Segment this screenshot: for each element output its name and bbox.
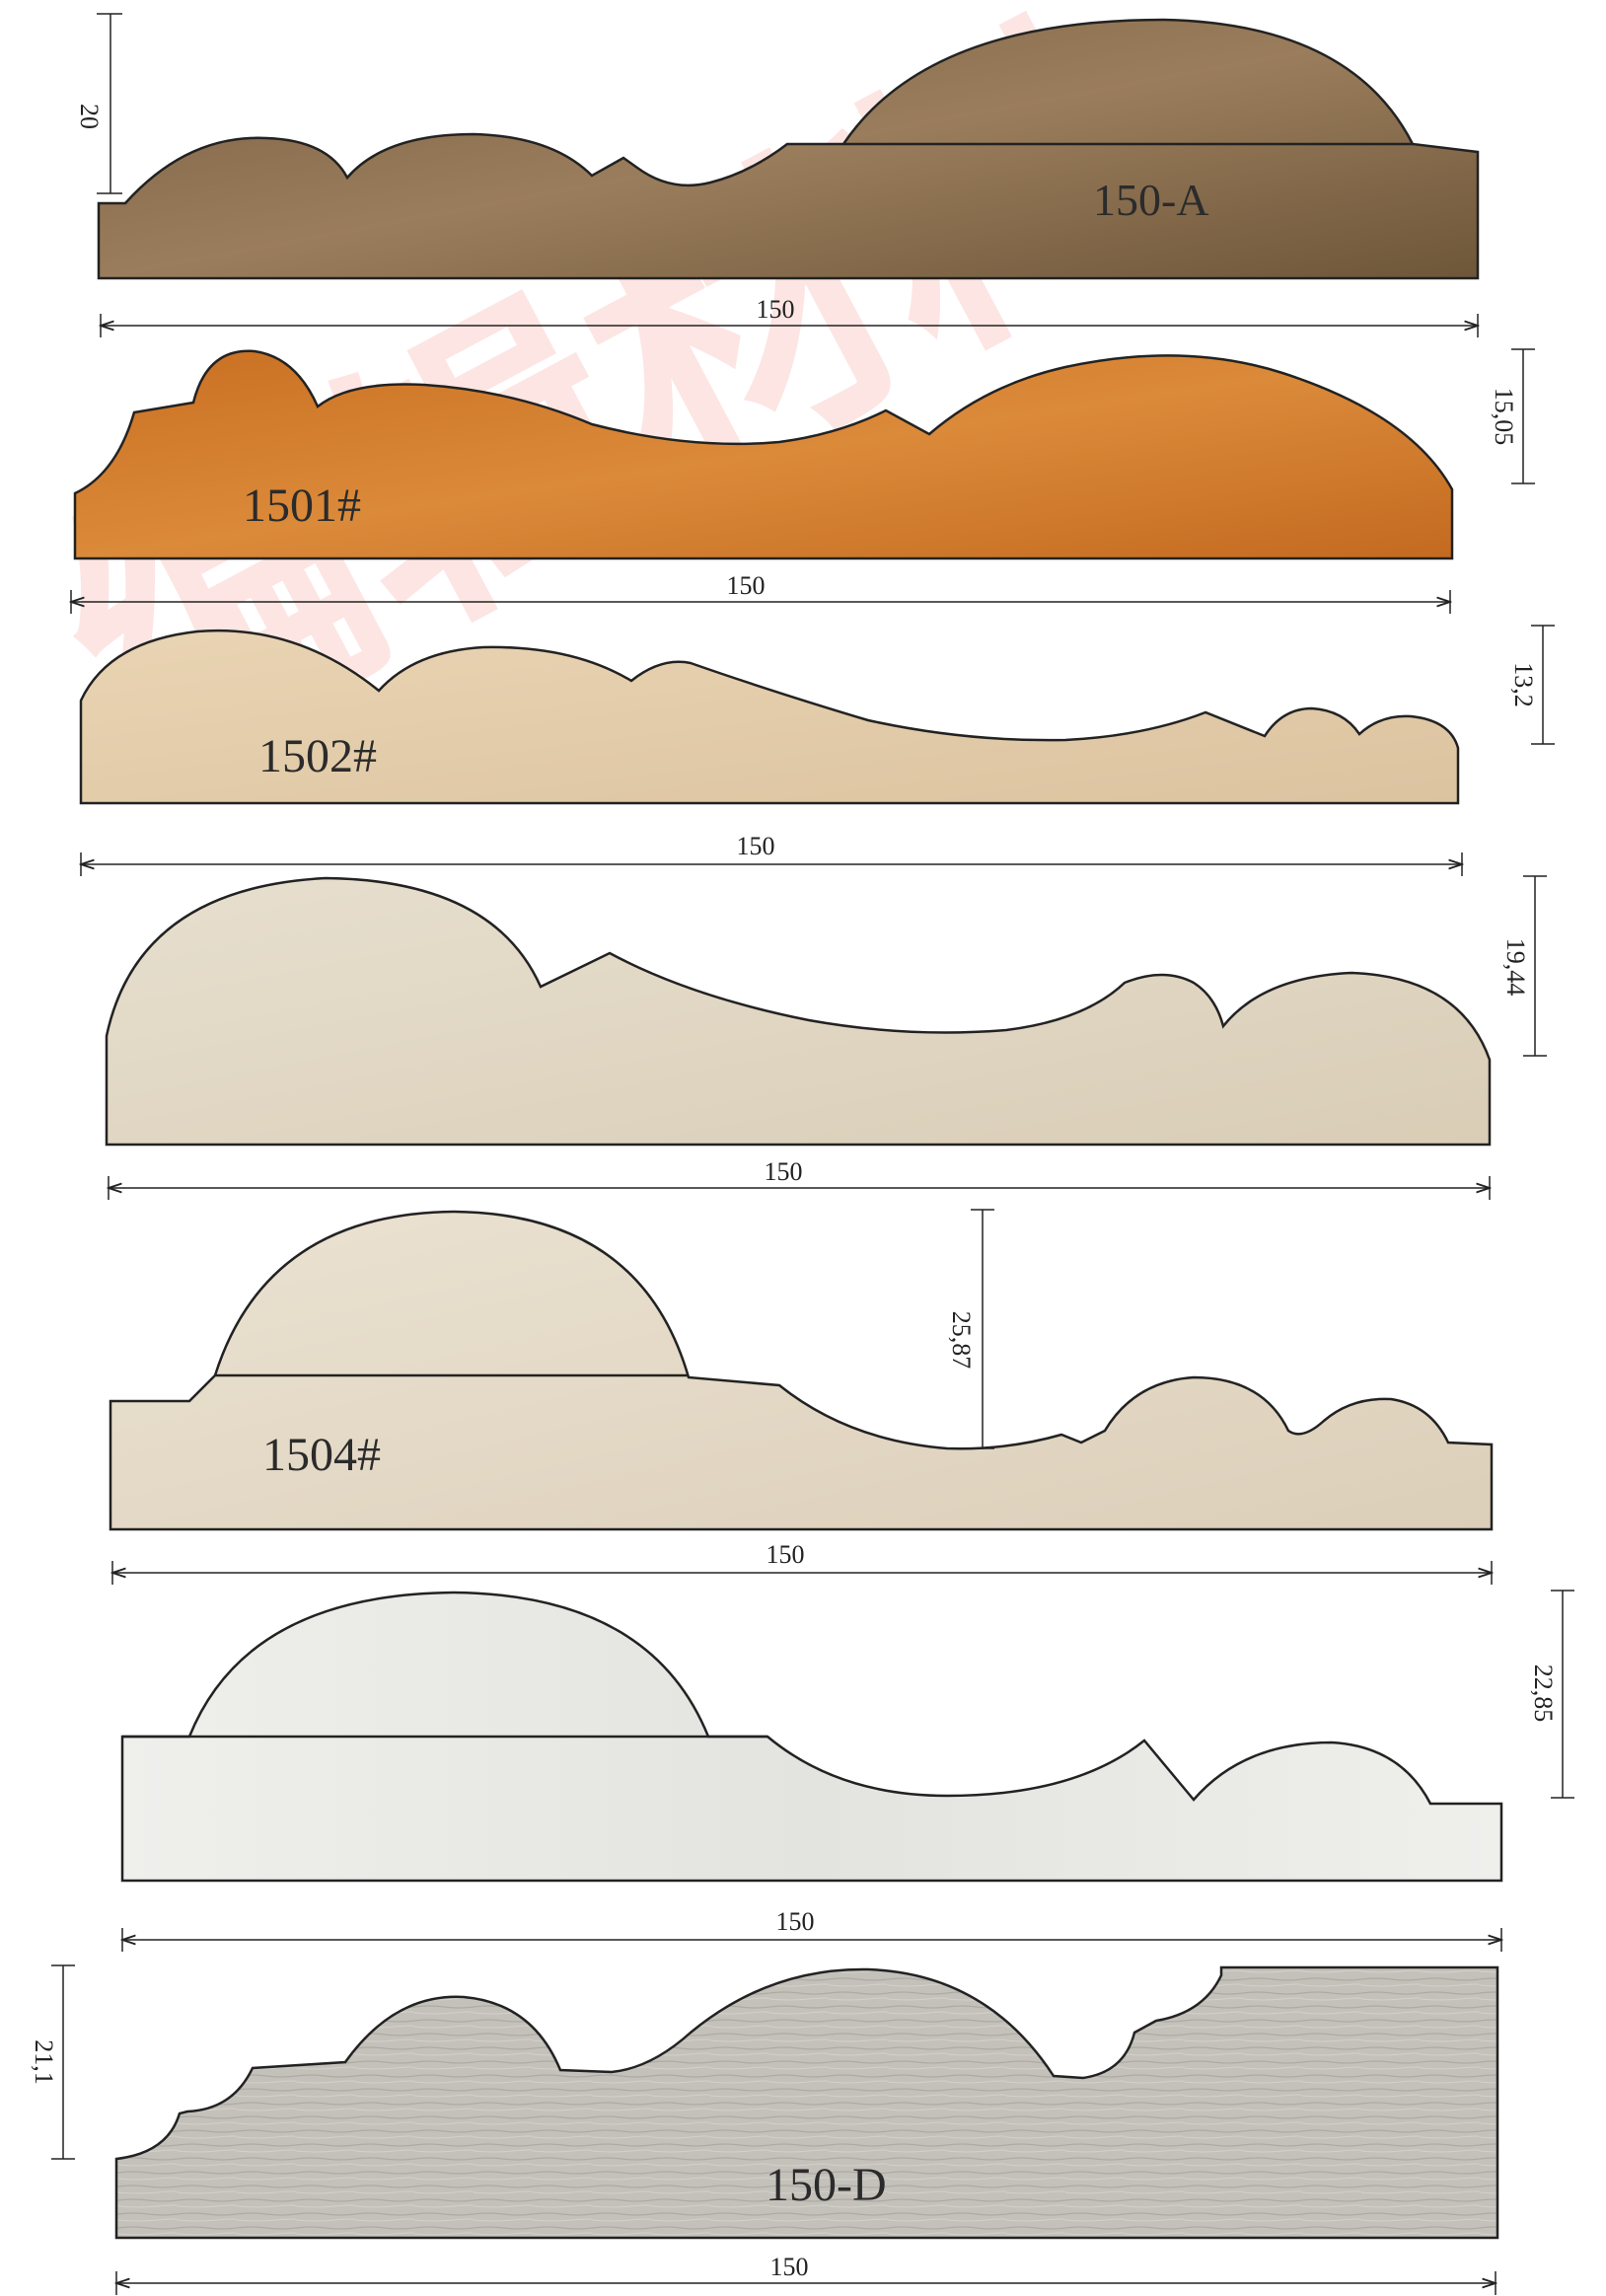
height-dim-label: 19,44: [1501, 938, 1530, 997]
width-dim-label: 150: [770, 2253, 809, 2281]
profile-label: 150-D: [766, 2159, 887, 2211]
profile-150-D: 150-D 21,1 150: [30, 1964, 1499, 2295]
profile-shape: [105, 876, 1492, 1147]
profile-label: 1502#: [258, 730, 377, 782]
profile-shape: [114, 1965, 1499, 2240]
profile-label: 1501#: [243, 480, 361, 532]
profile-shape: [79, 629, 1460, 805]
width-dim-label: 150: [766, 1540, 805, 1569]
profile-shape: [120, 1591, 1503, 1883]
profile-1504: 1504# 25,87 150: [109, 1209, 1494, 1585]
profile-shape: [73, 349, 1454, 560]
width-dim-label: 150: [757, 295, 795, 324]
profile-shape: [97, 18, 1480, 280]
width-dim-label: 150: [765, 1157, 803, 1186]
height-dim-label: 13,2: [1509, 662, 1538, 707]
height-dim-label: 21,1: [30, 2039, 58, 2085]
profile-shape: [109, 1210, 1494, 1531]
profile-6: 22,85 150: [120, 1590, 1574, 1952]
height-dim-label: 20: [75, 104, 104, 129]
width-dim-label: 150: [727, 571, 766, 600]
height-dim-label: 25,87: [947, 1311, 976, 1370]
width-dim-label: 150: [737, 832, 775, 860]
profile-label: 1504#: [262, 1429, 381, 1481]
profile-1502: 1502# 13,2 150: [79, 625, 1555, 876]
profile-4: 19,44 150: [105, 875, 1547, 1200]
profile-1501: 1501# 15,05 150: [71, 348, 1535, 614]
height-dim-label: 22,85: [1529, 1665, 1558, 1723]
height-dim-label: 15,05: [1490, 388, 1518, 446]
profile-150-A: 150-A 20 150: [75, 13, 1480, 337]
profile-label: 150-A: [1093, 175, 1209, 225]
width-dim-label: 150: [776, 1907, 815, 1936]
